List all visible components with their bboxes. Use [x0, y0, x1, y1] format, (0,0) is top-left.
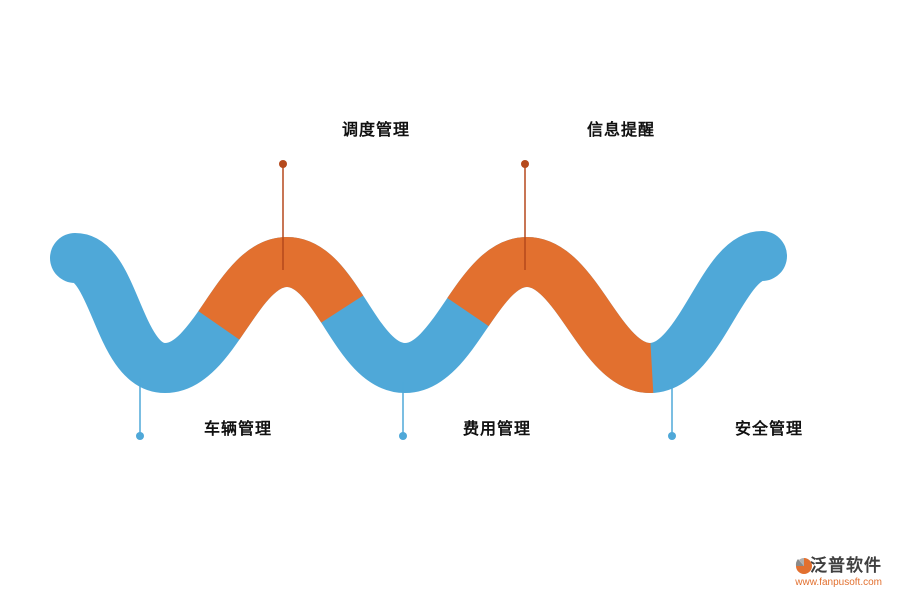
callout-dot-dispatch [279, 160, 287, 168]
wave-ribbon-blue [50, 231, 787, 393]
fanpu-logo-text: 泛普软件 [810, 556, 882, 576]
fanpu-logo-url: www.fanpusoft.com [795, 577, 882, 588]
fanpu-logo: 泛普软件 www.fanpusoft.com [795, 557, 882, 588]
label-vehicle-management: 车辆管理 [203, 421, 273, 438]
fanpu-logo-icon [796, 558, 813, 575]
callout-dot-vehicle [136, 432, 144, 440]
label-safety-management: 安全管理 [734, 421, 804, 438]
callout-dot-expense [399, 432, 407, 440]
callout-dot-info [521, 160, 529, 168]
label-dispatch-management: 调度管理 [341, 122, 411, 139]
wave-ribbon-orange [69, 231, 767, 394]
label-expense-management: 费用管理 [462, 421, 532, 438]
callout-dot-safety [668, 432, 676, 440]
label-info-reminder: 信息提醒 [586, 122, 656, 139]
